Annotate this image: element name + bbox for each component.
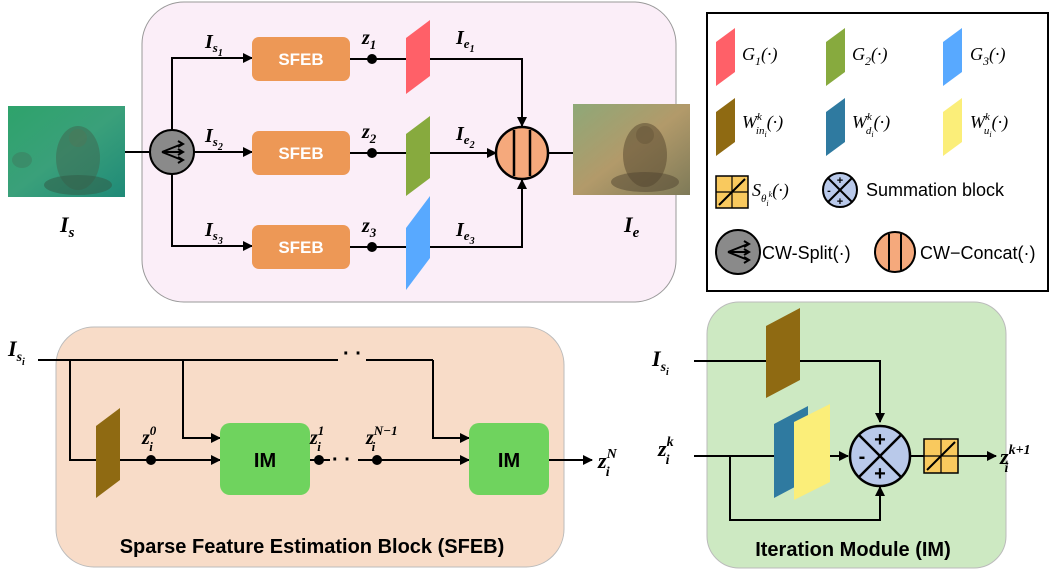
legend-split-swatch [715,229,761,275]
svg-text:+: + [837,175,843,187]
input-image [8,106,125,197]
edge-im-win-sum [800,360,885,423]
sfeb-im-block-1-label: IM [254,450,276,472]
sfeb-im-block-1 [220,423,310,495]
g2-layer [406,116,430,196]
sfeb-block-2 [252,131,350,175]
legend-g3-swatch [943,28,962,86]
edge-split-branch1 [171,53,253,130]
edge-ie1 [430,58,527,127]
g3-layer [406,196,430,290]
sfeb-zN1-node [372,455,382,465]
legend-win-swatch [716,98,735,156]
im-title: Iteration Module (IM) [755,539,951,561]
legend-threshold-swatch [715,175,749,209]
im-wu-layer [794,404,830,500]
sfeb-mid-dots: · · [332,449,351,471]
legend-concat-swatch [874,231,916,273]
input-label: Is [59,212,75,241]
z1-node [367,54,377,64]
sfeb-im-block-n [469,423,549,495]
z2-node [367,148,377,158]
g1-layer [406,20,430,94]
legend-g2-swatch [826,28,845,86]
svg-text:+: + [874,463,886,485]
im-summation-node: + + - [848,424,912,488]
legend-wu-swatch [943,98,962,156]
sfeb-bus-dots: · · [343,343,362,365]
legend-wd-swatch [826,98,845,156]
sfeb-title: Sparse Feature Estimation Block (SFEB) [120,536,505,558]
sfeb-block-1-label: SFEB [278,50,323,69]
cw-split-node [149,129,195,175]
sfeb-block-1 [252,37,350,81]
im-win-layer [766,308,800,398]
legend-concat: CW−Concat(·) [920,243,1036,263]
edge-sfeb-im1-skip [182,360,221,443]
sfeb-block-2-label: SFEB [278,144,323,163]
svg-text:+: + [837,196,843,208]
legend-summation-swatch: + + - [822,172,858,208]
svg-text:-: - [827,185,831,197]
im-input-label: Isi [651,346,669,378]
cw-concat-node [494,125,550,181]
svg-text:-: - [859,446,866,468]
legend-g1-swatch [716,28,735,86]
legend-split: CW-Split(·) [762,243,851,263]
svg-text:+: + [874,429,886,451]
edge-sfeb-win [69,360,104,461]
sfeb-im-block-n-label: IM [498,450,520,472]
sfeb-block-3-label: SFEB [278,238,323,257]
output-image [573,104,690,195]
sfeb-win-layer [96,408,120,498]
edge-im-skip [729,456,885,521]
im-threshold-node [923,438,959,474]
sfeb-z0-node [146,455,156,465]
edge-split-branch3 [171,174,253,251]
edge-ie3 [430,179,527,248]
sfeb-z1-node [314,455,324,465]
sfeb-block-3 [252,225,350,269]
sfeb-input-label: Isi [7,336,25,368]
edge-sfeb-imN-skip [432,360,470,443]
z3-node [367,242,377,252]
im-panel [706,301,1007,569]
legend-summation: Summation block [866,180,1005,200]
